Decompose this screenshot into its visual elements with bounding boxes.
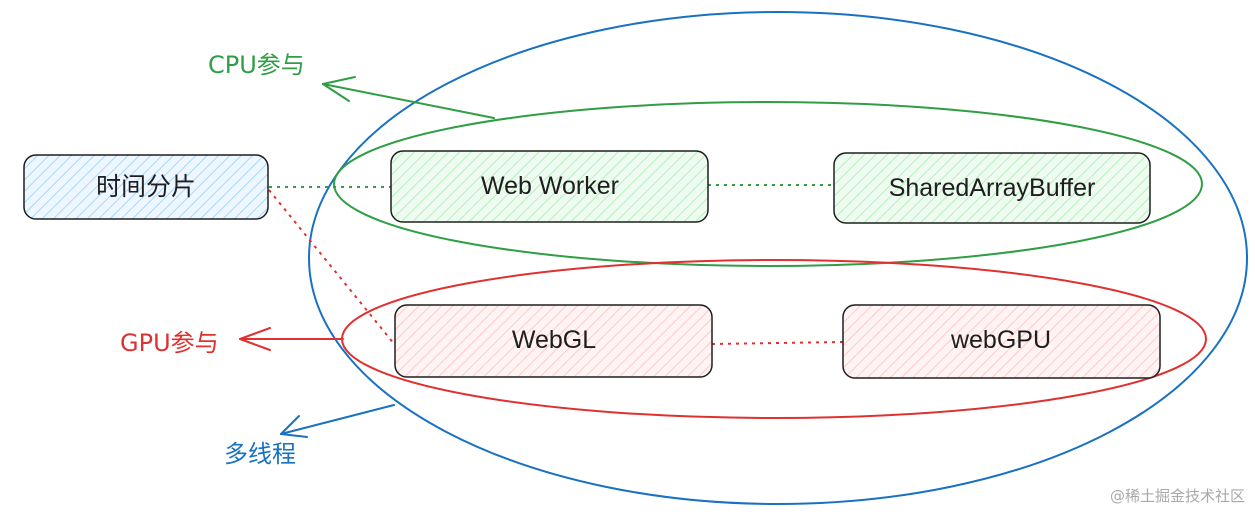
cpu-ellipse: [333, 101, 1203, 267]
node-webgpu-label: webGPU: [950, 326, 1051, 354]
node-shared-array-buffer: SharedArrayBuffer: [833, 152, 1151, 224]
watermark: @稀土掘金技术社区: [1110, 487, 1245, 505]
cpu-label: CPU参与: [208, 51, 305, 79]
node-web-worker-label: Web Worker: [481, 172, 619, 200]
gpu-label: GPU参与: [120, 329, 219, 357]
multithread-ellipse: [308, 11, 1248, 505]
node-webgl-label: WebGL: [512, 326, 596, 354]
node-web-worker: Web Worker: [390, 150, 709, 223]
connector-webgl-to-webgpu: [711, 341, 844, 345]
node-time-slicing-label: 时间分片: [96, 173, 196, 201]
connector-time-to-webgl: [268, 189, 396, 346]
node-shared-array-buffer-label: SharedArrayBuffer: [889, 174, 1096, 202]
multithread-label: 多线程: [224, 440, 296, 468]
gpu-arrow: [239, 327, 344, 351]
node-webgpu: webGPU: [842, 304, 1161, 379]
cpu-arrow: [322, 76, 495, 119]
node-webgl: WebGL: [394, 304, 713, 378]
multithread-arrow: [280, 404, 395, 438]
node-time-slicing: 时间分片: [23, 154, 269, 220]
